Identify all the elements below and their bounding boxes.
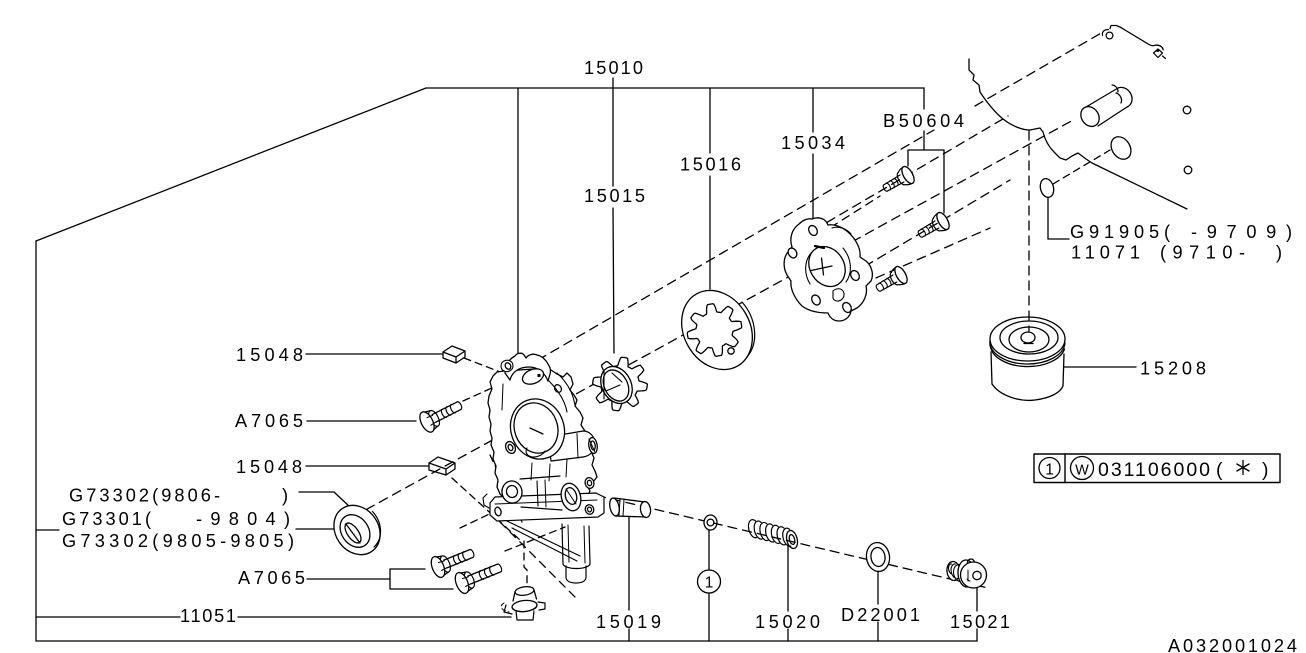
svg-text:(: ( — [1216, 459, 1223, 481]
svg-text:A7065: A7065 — [235, 411, 303, 431]
svg-text:15016: 15016 — [680, 155, 741, 175]
svg-text:15021: 15021 — [950, 612, 1010, 632]
svg-text:): ) — [282, 486, 288, 506]
svg-text:1: 1 — [705, 575, 714, 592]
svg-text:G73302(9805-9805): G73302(9805-9805) — [62, 531, 294, 551]
svg-text:): ) — [1262, 459, 1269, 481]
svg-text:G73302(9806-: G73302(9806- — [69, 486, 220, 506]
svg-text:15019: 15019 — [596, 612, 661, 632]
svg-text:11071: 11071 — [1071, 243, 1140, 263]
svg-text:W: W — [1075, 463, 1089, 479]
svg-text:G73301(: G73301( — [62, 509, 151, 529]
svg-text:031106000: 031106000 — [1098, 459, 1210, 481]
svg-text:15010: 15010 — [584, 58, 643, 78]
svg-text:15020: 15020 — [755, 612, 820, 632]
svg-text:): ) — [1276, 243, 1282, 263]
svg-text:15015: 15015 — [584, 186, 645, 206]
svg-text:15208: 15208 — [1140, 359, 1206, 379]
svg-text:11051: 11051 — [180, 606, 236, 626]
svg-text:15034: 15034 — [781, 133, 845, 153]
svg-text:A7065: A7065 — [238, 568, 305, 588]
svg-text:15048: 15048 — [236, 457, 302, 477]
svg-text:15048: 15048 — [236, 345, 303, 365]
svg-text:1: 1 — [1045, 462, 1054, 479]
